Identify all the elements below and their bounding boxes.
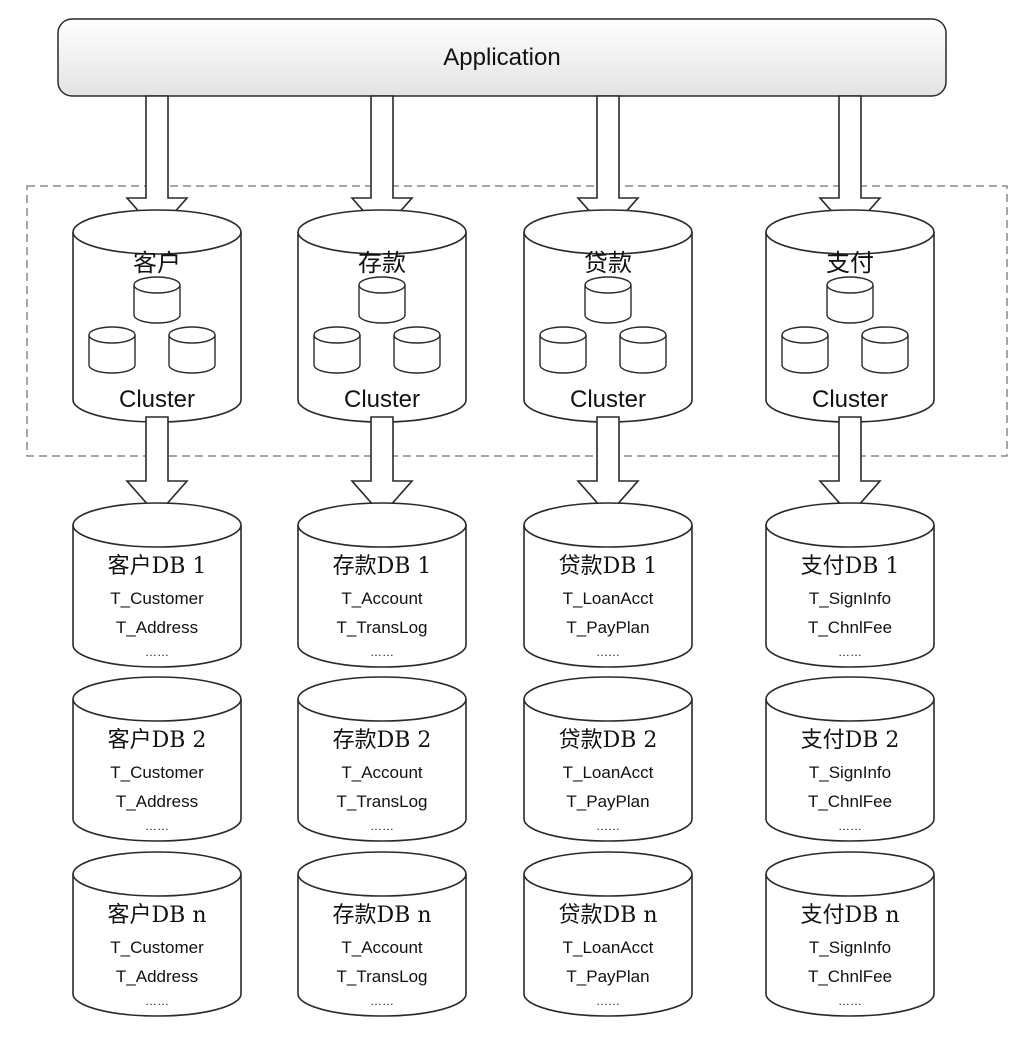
db-title: 存款DB 1 (333, 554, 432, 579)
db-title: 客户DB 1 (108, 554, 207, 579)
node-icon (781, 326, 829, 374)
db-table: T_Account (341, 589, 423, 608)
cluster-caption: Cluster (344, 386, 420, 413)
db-table: T_TransLog (336, 792, 427, 811)
cluster-label: 客户 (133, 249, 181, 277)
db-ellipsis: …… (838, 645, 862, 659)
db-table: T_Address (116, 792, 198, 811)
db-table: T_Customer (110, 938, 204, 957)
db-table: T_SignInfo (809, 589, 891, 608)
cluster-label: 支付 (826, 249, 874, 277)
db-table: T_Account (341, 938, 423, 957)
db-ellipsis: …… (370, 994, 394, 1008)
db-table: T_Address (116, 618, 198, 637)
db-title: 存款DB n (333, 903, 432, 928)
arrow-cluster-to-db (576, 416, 640, 517)
db-table: T_TransLog (336, 967, 427, 986)
db-table: T_LoanAcct (563, 938, 654, 957)
db-table: T_PayPlan (566, 792, 649, 811)
cluster-cylinder (297, 209, 467, 423)
db-title: 客户DB n (108, 903, 207, 928)
db-table: T_ChnlFee (808, 967, 892, 986)
db-table: T_TransLog (336, 618, 427, 637)
db-table: T_Customer (110, 589, 204, 608)
application-box: Application (57, 18, 947, 97)
node-icon (168, 326, 216, 374)
db-table: T_PayPlan (566, 618, 649, 637)
db-table: T_LoanAcct (563, 589, 654, 608)
db-table: T_Customer (110, 763, 204, 782)
node-icon (313, 326, 361, 374)
arrow-cluster-to-db (350, 416, 414, 517)
db-ellipsis: …… (145, 819, 169, 833)
db-title: 支付DB n (801, 903, 900, 928)
db-title: 贷款DB 1 (559, 554, 658, 579)
db-title: 存款DB 2 (333, 728, 432, 753)
db-ellipsis: …… (596, 645, 620, 659)
db-ellipsis: …… (145, 994, 169, 1008)
node-icon (861, 326, 909, 374)
db-ellipsis: …… (838, 819, 862, 833)
node-icon (393, 326, 441, 374)
db-table: T_Account (341, 763, 423, 782)
cluster-caption: Cluster (570, 386, 646, 413)
node-icon (619, 326, 667, 374)
db-ellipsis: …… (838, 994, 862, 1008)
db-title: 支付DB 1 (801, 554, 900, 579)
cluster-label: 贷款 (584, 249, 632, 277)
cluster-caption: Cluster (812, 386, 888, 413)
node-icon (826, 276, 874, 324)
db-ellipsis: …… (370, 645, 394, 659)
db-table: T_SignInfo (809, 938, 891, 957)
db-table: T_SignInfo (809, 763, 891, 782)
db-ellipsis: …… (145, 645, 169, 659)
cluster-cylinder (523, 209, 693, 423)
db-table: T_PayPlan (566, 967, 649, 986)
cluster-label: 存款 (358, 249, 406, 277)
db-table: T_LoanAcct (563, 763, 654, 782)
node-icon (88, 326, 136, 374)
node-icon (584, 276, 632, 324)
db-table: T_ChnlFee (808, 792, 892, 811)
db-ellipsis: …… (596, 819, 620, 833)
db-table: T_Address (116, 967, 198, 986)
db-title: 贷款DB n (559, 903, 658, 928)
arrow-cluster-to-db (818, 416, 882, 517)
application-label: Application (443, 44, 560, 71)
cluster-cylinder (72, 209, 242, 423)
node-icon (539, 326, 587, 374)
cluster-caption: Cluster (119, 386, 195, 413)
db-table: T_ChnlFee (808, 618, 892, 637)
db-ellipsis: …… (370, 819, 394, 833)
db-title: 贷款DB 2 (559, 728, 658, 753)
node-icon (133, 276, 181, 324)
db-ellipsis: …… (596, 994, 620, 1008)
arrow-cluster-to-db (125, 416, 189, 517)
db-title: 客户DB 2 (108, 728, 207, 753)
db-title: 支付DB 2 (801, 728, 900, 753)
node-icon (358, 276, 406, 324)
